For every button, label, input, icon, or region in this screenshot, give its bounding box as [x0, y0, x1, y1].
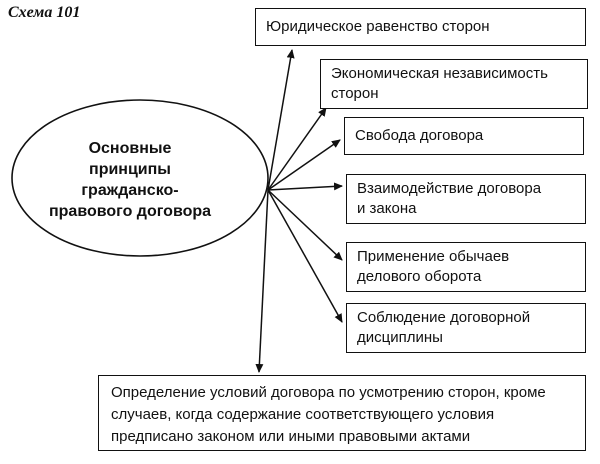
principle-box-4: Взаимодействие договора и закона: [346, 174, 586, 224]
principle-box-6: Соблюдение договорной дисциплины: [346, 303, 586, 353]
arrow-to-bottom: [255, 189, 269, 373]
scheme-label: Схема 101: [8, 4, 81, 21]
arrow-to-principle-3: [267, 139, 341, 191]
arrow-to-principle-4: [267, 182, 343, 191]
principle-box-2: Экономическая независимость сторон: [320, 59, 588, 109]
bottom-principle-box: Определение условий договора по усмотрен…: [98, 375, 586, 451]
arrow-to-principle-2: [267, 107, 327, 191]
principle-box-5: Применение обычаев делового оборота: [346, 242, 586, 292]
center-ellipse: [11, 99, 269, 257]
principle-box-1: Юридическое равенство сторон: [255, 8, 586, 46]
center-concept: Основные принципы гражданско- правового …: [48, 140, 212, 220]
arrow-to-principle-6: [267, 189, 343, 323]
arrow-to-principle-5: [267, 189, 343, 261]
principle-box-3: Свобода договора: [344, 117, 584, 155]
arrow-to-principle-1: [267, 49, 295, 191]
